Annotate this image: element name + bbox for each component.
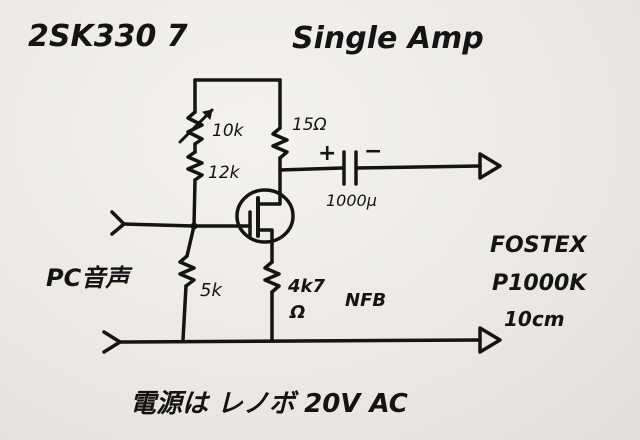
label-cap-minus: −: [364, 139, 382, 164]
wire-5k-to-ground: [181, 284, 188, 342]
ground-rail: [118, 338, 482, 344]
variable-resistor-arrowhead: [202, 109, 213, 120]
fet-circle: [235, 188, 295, 244]
resistor-4k7: [263, 260, 281, 294]
wire-drain-to-cap: [278, 166, 344, 172]
title-name: Single Amp: [292, 21, 484, 56]
fet-source-lead: [256, 228, 274, 264]
title-part-number: 2SK330 7: [28, 19, 188, 54]
label-ohm: Ω: [289, 302, 305, 323]
label-4k7: 4k7: [287, 276, 325, 297]
output-arrow-bottom: [478, 326, 502, 354]
input-label: PC音声: [46, 264, 133, 292]
power-note: 電源は レノボ 20V AC: [130, 389, 408, 419]
label-cap-value: 1000μ: [326, 191, 377, 210]
label-12k: 12k: [208, 163, 241, 183]
fet-drain-lead: [256, 191, 282, 206]
wire-input-to-gate: [122, 222, 196, 228]
output-arrow-top: [478, 152, 502, 180]
ground-arrow-left: [102, 330, 122, 354]
input-arrow: [110, 210, 126, 236]
wire-left-to-gate: [192, 178, 197, 228]
speaker-brand: FOSTEX: [490, 233, 588, 258]
resistor-15ohm: [271, 126, 289, 160]
resistor-5k: [178, 254, 196, 288]
resistor-12k: [186, 150, 204, 182]
label-15ohm: 15Ω: [292, 115, 327, 135]
wire-cap-to-output: [354, 164, 482, 170]
label-5k: 5k: [200, 280, 223, 301]
label-10k: 10k: [212, 121, 245, 141]
label-cap-plus: +: [318, 141, 336, 166]
speaker-model: P1000K: [492, 271, 588, 296]
speaker-size: 10cm: [504, 307, 565, 331]
wire-gate-to-5k: [185, 224, 196, 258]
label-nfb: NFB: [345, 290, 386, 311]
